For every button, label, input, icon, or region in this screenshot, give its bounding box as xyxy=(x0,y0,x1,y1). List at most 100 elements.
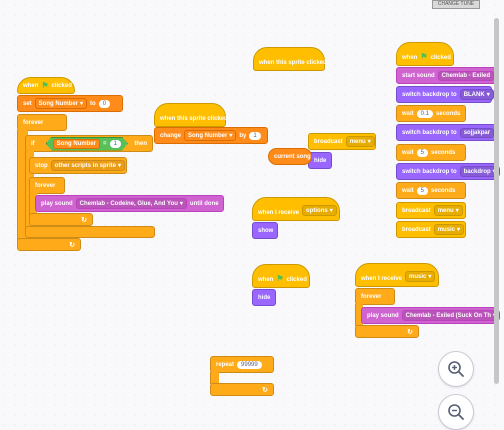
repeat-arm xyxy=(210,372,219,384)
stop-block[interactable]: stop other scripts in sprite xyxy=(29,157,127,174)
change-value-input[interactable]: 1 xyxy=(249,131,261,140)
zoom-out-icon xyxy=(448,404,464,420)
stop-option-dropdown[interactable]: other scripts in sprite xyxy=(50,160,126,171)
hide-block[interactable]: hide xyxy=(308,152,332,169)
hide-label: hide xyxy=(314,157,327,164)
current-song-reporter[interactable]: current song xyxy=(268,148,312,165)
receive-options-dropdown[interactable]: options xyxy=(302,205,337,216)
play-sound-until-done-block[interactable]: play sound Chemlab - Codeine, Glue, And … xyxy=(35,195,224,212)
hat-when-flag-clicked[interactable]: when ⚑ clicked xyxy=(17,77,75,94)
broadcast-music-dropdown[interactable]: music xyxy=(433,224,465,235)
wait-input-3[interactable]: 5 xyxy=(416,186,429,195)
until-done-label: until done xyxy=(189,200,219,207)
repeat-count-input[interactable]: 99999 xyxy=(237,360,262,369)
broadcast-label-menu: broadcast xyxy=(402,207,431,214)
sound-dropdown[interactable]: Chemlab - Codeine, Glue, And You xyxy=(75,198,187,209)
switch-backdrop-label-3: switch backdrop to xyxy=(402,168,457,175)
loop-arrow-icon: ↻ xyxy=(407,328,413,336)
forever-arm xyxy=(17,130,28,240)
hat-when-sprite-clicked[interactable]: when this sprite clicked xyxy=(154,103,228,127)
hat-clicked-label: clicked xyxy=(51,82,72,89)
backdrop-dropdown-3[interactable]: backdrop xyxy=(459,166,500,177)
loop-arrow-icon: ↻ xyxy=(81,216,87,224)
wait-label-1: wait xyxy=(402,110,414,117)
hat-clicked-label-3: clicked xyxy=(430,55,451,61)
start-sound-block[interactable]: start sound Chemlab - Exiled xyxy=(396,67,497,84)
wait-label-3: wait xyxy=(402,187,414,194)
show-block[interactable]: show xyxy=(252,222,278,239)
change-variable-dropdown[interactable]: Song Number xyxy=(184,130,237,141)
forever-block[interactable]: forever xyxy=(17,114,67,131)
set-value-input[interactable]: 0 xyxy=(98,99,111,108)
compare-value-input[interactable]: 1 xyxy=(110,140,121,148)
forever-label-2: forever xyxy=(361,293,382,300)
change-tune-button[interactable]: CHANGE TUNE xyxy=(432,0,480,9)
hat-when-flag-clicked-3[interactable]: when ⚑ clicked xyxy=(396,42,454,66)
green-flag-icon: ⚑ xyxy=(276,274,284,283)
equals-operator[interactable]: Song Number = 1 xyxy=(46,137,128,151)
receive-label: when I receive xyxy=(258,210,300,216)
inner-forever-label: forever xyxy=(35,182,56,189)
backdrop-dropdown-1[interactable]: BLANK xyxy=(459,89,494,100)
hat-when-i-receive-music[interactable]: when I receive music xyxy=(355,263,439,287)
then-label: then xyxy=(134,140,147,147)
forever-arm-2 xyxy=(355,304,363,326)
seconds-label-1: seconds xyxy=(436,110,461,117)
wait-block-3[interactable]: wait 5 seconds xyxy=(396,182,466,199)
hide-block-2[interactable]: hide xyxy=(252,289,276,306)
equals-sign: = xyxy=(103,140,107,147)
loop-arrow-icon: ↻ xyxy=(69,241,75,249)
start-sound-dropdown[interactable]: Chemlab - Exiled xyxy=(437,70,495,81)
wait-input-2[interactable]: 5 xyxy=(416,148,429,157)
if-end xyxy=(25,226,155,238)
zoom-out-button[interactable] xyxy=(438,394,474,430)
zoom-in-icon xyxy=(448,361,464,377)
broadcast-block-menu[interactable]: broadcast menu xyxy=(396,202,466,219)
loop-arrow-icon: ↻ xyxy=(262,386,268,394)
receive-music-dropdown[interactable]: music xyxy=(405,271,436,282)
hat-when-i-receive-options[interactable]: when I receive options xyxy=(252,197,340,221)
hat-when-sprite-clicked-2[interactable]: when this sprite clicked xyxy=(253,47,327,71)
vertical-scrollbar[interactable] xyxy=(494,18,499,384)
broadcast-label-music: broadcast xyxy=(402,226,431,233)
forever-label: forever xyxy=(23,119,44,126)
play-sound-label-2: play sound xyxy=(367,312,399,319)
song-number-reporter[interactable]: Song Number xyxy=(53,139,100,149)
set-variable-dropdown[interactable]: Song Number xyxy=(34,98,88,109)
wait-block-2[interactable]: wait 5 seconds xyxy=(396,144,466,161)
forever-end-2: ↻ xyxy=(355,325,419,338)
hat-when-flag-clicked-2[interactable]: when ⚑ clicked xyxy=(252,264,310,288)
broadcast-message-dropdown[interactable]: menu xyxy=(345,136,375,147)
green-flag-icon: ⚑ xyxy=(41,80,49,90)
play-sound-label: play sound xyxy=(41,200,73,207)
zoom-in-button[interactable] xyxy=(438,351,474,387)
hat-when-label-2: when xyxy=(258,277,274,283)
seconds-label-2: seconds xyxy=(431,149,456,156)
repeat-block[interactable]: repeat 99999 xyxy=(210,356,274,373)
inner-forever-block[interactable]: forever xyxy=(29,177,65,194)
switch-backdrop-block-1[interactable]: switch backdrop to BLANK xyxy=(396,86,494,103)
change-by-label: by xyxy=(239,132,247,139)
set-variable-block[interactable]: set Song Number to 0 xyxy=(17,95,123,112)
start-sound-label: start sound xyxy=(402,72,435,79)
backdrop-dropdown-2[interactable]: sojjakpar xyxy=(459,127,495,138)
stop-label: stop xyxy=(35,162,48,169)
change-variable-block[interactable]: change Song Number by 1 xyxy=(154,127,268,144)
hat-clicked-label-2: clicked xyxy=(286,277,307,283)
switch-backdrop-block-3[interactable]: switch backdrop to backdrop xyxy=(396,163,500,180)
hide-label-2: hide xyxy=(258,294,271,301)
broadcast-menu-dropdown[interactable]: menu xyxy=(433,205,463,216)
if-then-block[interactable]: if Song Number = 1 then xyxy=(25,135,153,152)
forever-block-2[interactable]: forever xyxy=(355,288,395,305)
seconds-label-3: seconds xyxy=(431,187,456,194)
switch-backdrop-label-2: switch backdrop to xyxy=(402,129,457,136)
wait-input-1[interactable]: 0.1 xyxy=(416,109,434,118)
receive-music-label: when I receive xyxy=(361,276,403,282)
wait-block-1[interactable]: wait 0.1 seconds xyxy=(396,105,466,122)
change-label: change xyxy=(160,132,182,139)
play-sound-block-music[interactable]: play sound Chemlab - Exiled (Suck On Th xyxy=(361,307,501,324)
broadcast-menu-block[interactable]: broadcast menu xyxy=(308,133,376,150)
broadcast-block-music[interactable]: broadcast music xyxy=(396,221,466,238)
sound-dropdown-2[interactable]: Chemlab - Exiled (Suck On Th xyxy=(401,310,501,321)
switch-backdrop-block-2[interactable]: switch backdrop to sojjakpar xyxy=(396,124,497,141)
